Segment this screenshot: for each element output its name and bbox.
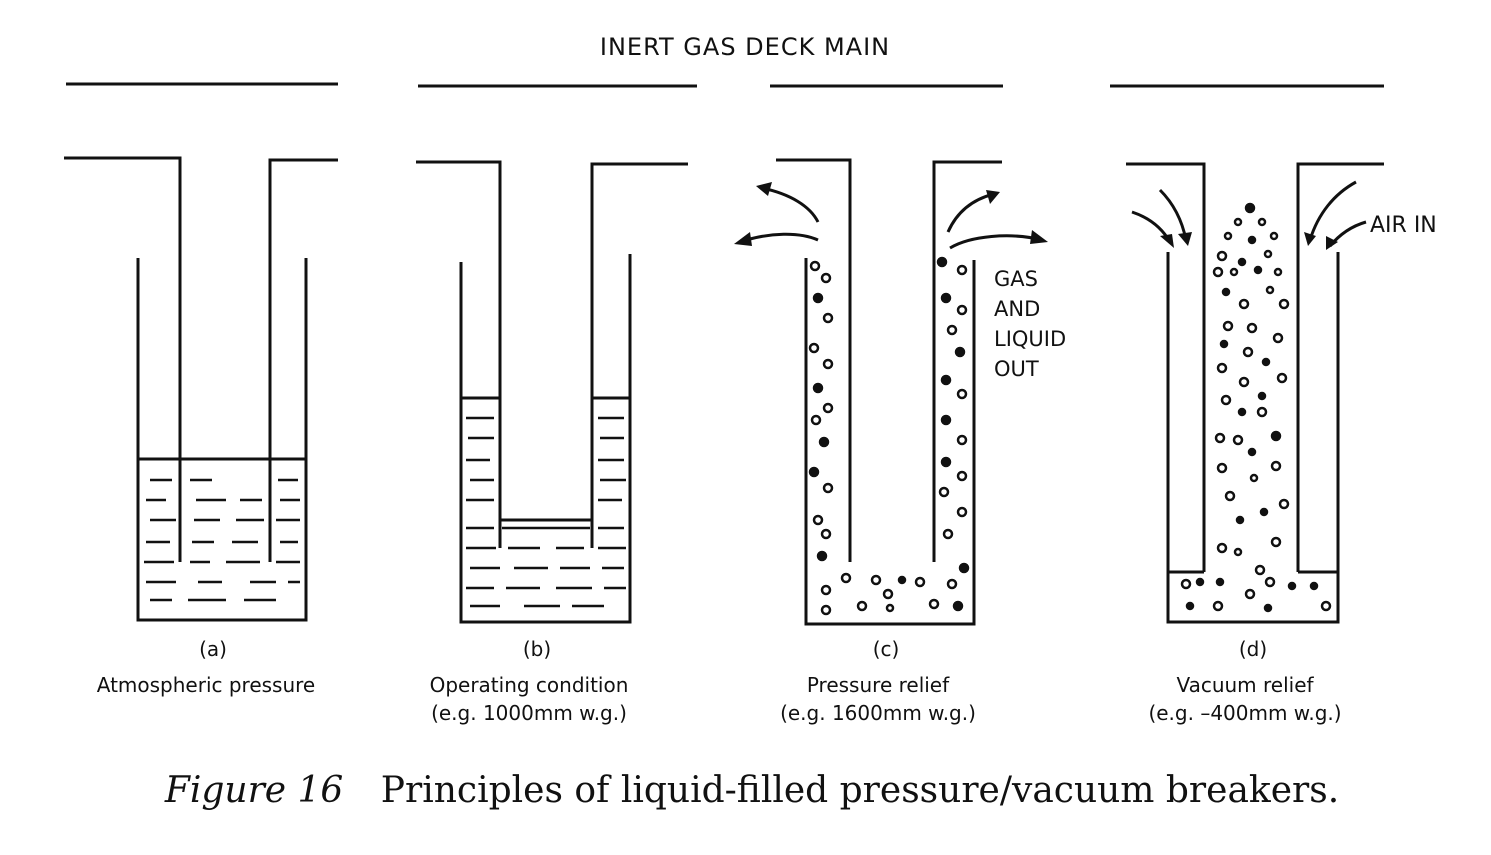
panel-a-label: (a) xyxy=(199,637,227,661)
panel-a-liquid xyxy=(144,478,300,602)
gas-out-line-1: GAS xyxy=(994,267,1038,291)
gas-out-arrows xyxy=(739,186,1043,250)
figure-caption: Figure 16 Principles of liquid-filled pr… xyxy=(164,770,1339,811)
air-in-arrowheads xyxy=(1160,232,1338,250)
panel-d-breaker xyxy=(1126,162,1384,624)
panel-d-subtitle: (e.g. –400mm w.g.) xyxy=(1148,701,1341,725)
panel-d-label: (d) xyxy=(1239,637,1267,661)
figure-number: Figure 16 xyxy=(164,770,344,811)
gas-out-arrowheads xyxy=(734,182,1048,246)
panel-b-breaker xyxy=(416,160,688,624)
panel-d-bubbles xyxy=(1180,202,1332,613)
panel-b-label: (b) xyxy=(523,637,551,661)
gas-out-line-3: LIQUID xyxy=(994,327,1066,351)
panel-c-bubbles xyxy=(808,256,970,616)
panel-a-title: Atmospheric pressure xyxy=(97,673,316,697)
header-title: INERT GAS DECK MAIN xyxy=(600,33,890,61)
deck-main-lines xyxy=(66,82,1384,88)
panel-c-label: (c) xyxy=(873,637,900,661)
panel-b-subtitle: (e.g. 1000mm w.g.) xyxy=(431,701,627,725)
panel-b-title: Operating condition xyxy=(430,673,629,697)
gas-out-line-4: OUT xyxy=(994,357,1039,381)
panel-d-title: Vacuum relief xyxy=(1176,673,1314,697)
gas-out-line-2: AND xyxy=(994,297,1040,321)
panel-b-liquid xyxy=(466,416,626,608)
panel-c-title: Pressure relief xyxy=(807,673,950,697)
air-in-label: AIR IN xyxy=(1370,213,1437,238)
panel-c-breaker xyxy=(776,158,1002,626)
panel-c-subtitle: (e.g. 1600mm w.g.) xyxy=(780,701,976,725)
panel-a-breaker xyxy=(64,156,338,622)
figure-caption-text: Principles of liquid-filled pressure/vac… xyxy=(381,770,1339,811)
